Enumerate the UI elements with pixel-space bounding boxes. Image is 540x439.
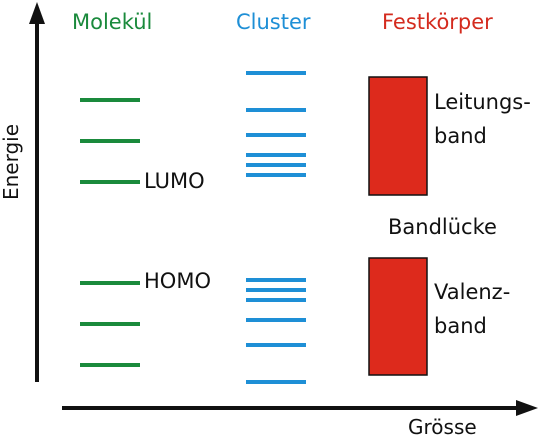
valence-band-label-line1: Valenz- bbox=[434, 280, 511, 304]
conduction-band bbox=[368, 76, 428, 196]
conduction-band-label-line1: Leitungs- bbox=[434, 90, 531, 114]
heading-solid: Festkörper bbox=[382, 10, 493, 34]
y-axis-label: Energie bbox=[0, 123, 23, 200]
lumo-label: LUMO bbox=[144, 169, 205, 193]
valence-band bbox=[368, 257, 428, 376]
x-axis-label: Grösse bbox=[408, 415, 477, 439]
valence-band-label-line2: band bbox=[434, 314, 487, 338]
x-axis-arrowhead bbox=[516, 400, 538, 416]
heading-cluster: Cluster bbox=[236, 10, 311, 34]
conduction-band-label-line2: band bbox=[434, 124, 487, 148]
homo-label: HOMO bbox=[144, 269, 211, 293]
y-axis-arrowhead bbox=[29, 2, 45, 24]
band-gap-label: Bandlücke bbox=[388, 215, 497, 239]
heading-molecule: Molekül bbox=[72, 10, 153, 34]
